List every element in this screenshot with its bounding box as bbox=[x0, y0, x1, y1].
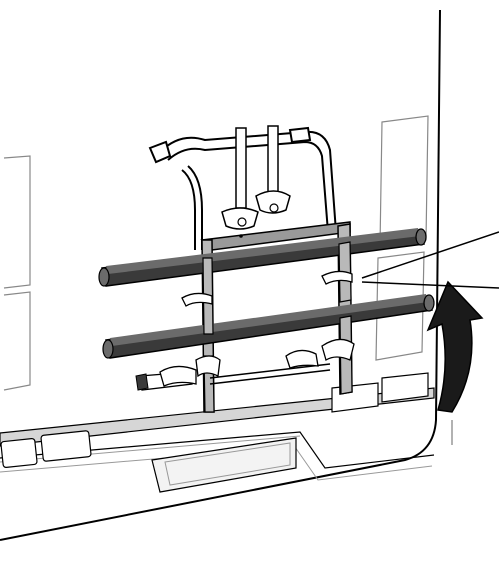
up-arrow-icon bbox=[426, 280, 484, 413]
rear-bumper bbox=[0, 372, 435, 493]
vehicle-rear-wall bbox=[0, 9, 453, 541]
frame-holder-right bbox=[255, 125, 291, 214]
frame-holder-left bbox=[221, 127, 259, 230]
strap-clips bbox=[181, 270, 355, 378]
lower-wheel-rail bbox=[102, 294, 435, 359]
carrier-top-frame bbox=[148, 126, 337, 250]
bottom-support-bar bbox=[135, 349, 331, 391]
detail-pointer-icon bbox=[361, 231, 499, 289]
